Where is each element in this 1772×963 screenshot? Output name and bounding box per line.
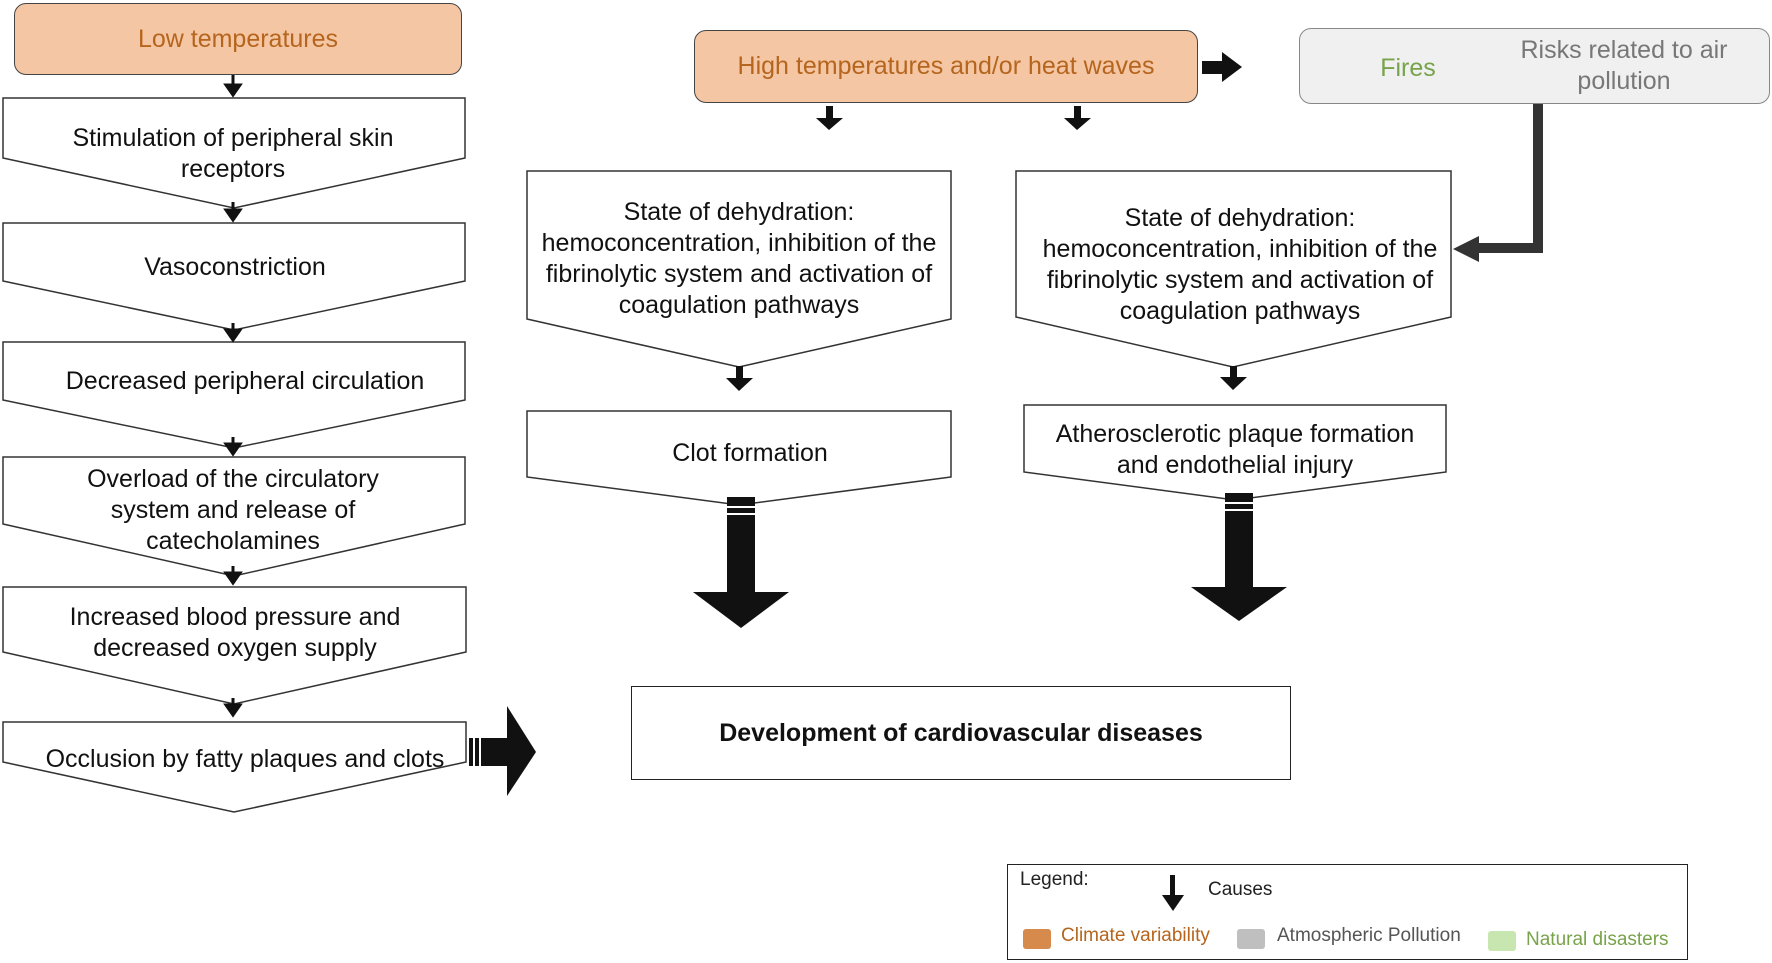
dehydration-right-text: State of dehydration: hemoconcentration,… bbox=[1042, 204, 1438, 325]
down-arrow-icon bbox=[1220, 366, 1247, 390]
peripheral-circulation-text: Decreased peripheral circulation bbox=[65, 366, 425, 395]
down-arrow-icon bbox=[223, 74, 243, 98]
cardiovascular-outcome-text: Development of cardiovascular diseases bbox=[719, 718, 1203, 747]
chevron-box-skin-receptors bbox=[2, 97, 466, 209]
big-down-arrow-icon bbox=[693, 497, 789, 628]
legend-box: Legend: Causes Climate variability Atmos… bbox=[1007, 864, 1688, 960]
down-arrow-icon bbox=[1064, 106, 1091, 130]
legend-pollution-swatch bbox=[1237, 929, 1265, 949]
chevron-box-plaque-formation bbox=[1023, 404, 1447, 501]
vasoconstriction-text: Vasoconstriction bbox=[144, 252, 326, 281]
legend-disasters-label: Natural disasters bbox=[1526, 929, 1669, 950]
chevron-box-circulatory-overload bbox=[2, 456, 466, 577]
dehydration-left-text: State of dehydration: hemoconcentration,… bbox=[541, 198, 937, 319]
chevron-box-occlusion bbox=[2, 721, 467, 813]
legend-pollution-label: Atmospheric Pollution bbox=[1277, 925, 1461, 946]
high-temperatures-label: High temperatures and/or heat waves bbox=[737, 52, 1155, 80]
down-arrow-icon bbox=[223, 437, 243, 457]
down-arrow-icon bbox=[223, 323, 243, 343]
down-arrow-icon bbox=[816, 106, 843, 130]
legend-disasters-swatch bbox=[1488, 931, 1516, 951]
right-arrow-icon bbox=[1202, 52, 1242, 82]
legend-causes-arrow-icon bbox=[1162, 875, 1184, 911]
chevron-box-peripheral-circulation bbox=[2, 341, 466, 449]
big-right-arrow-icon bbox=[469, 706, 536, 796]
elbow-arrow-icon bbox=[1453, 104, 1543, 262]
pollution-risks-box bbox=[1299, 28, 1770, 104]
down-arrow-icon bbox=[223, 698, 243, 718]
skin-receptors-text: Stimulation of peripheral skin receptors bbox=[72, 124, 394, 183]
down-arrow-icon bbox=[223, 566, 243, 586]
legend-causes-label: Causes bbox=[1208, 879, 1273, 900]
chevron-box-vasoconstriction bbox=[2, 222, 466, 331]
legend-climate-label: Climate variability bbox=[1061, 925, 1210, 946]
chevron-box-dehydration-right bbox=[1015, 170, 1452, 368]
high-temperatures-header: High temperatures and/or heat waves bbox=[694, 30, 1198, 103]
circulatory-overload-text: Overload of the circulatory system and r… bbox=[87, 464, 379, 555]
chevron-box-dehydration-left bbox=[526, 170, 952, 368]
air-pollution-risks-label: Risks related to air pollution bbox=[1520, 36, 1728, 95]
plaque-formation-text: Atherosclerotic plaque formation and end… bbox=[1055, 420, 1415, 479]
chevron-box-blood-pressure bbox=[2, 586, 467, 705]
occlusion-text: Occlusion by fatty plaques and clots bbox=[45, 744, 445, 773]
cardiovascular-outcome-box: Development of cardiovascular diseases bbox=[631, 686, 1291, 780]
low-temperatures-header: Low temperatures bbox=[14, 3, 462, 75]
down-arrow-icon bbox=[223, 202, 243, 223]
big-down-arrow-icon bbox=[1191, 493, 1287, 621]
down-arrow-icon bbox=[726, 366, 753, 391]
low-temperatures-label: Low temperatures bbox=[137, 24, 339, 53]
clot-formation-text: Clot formation bbox=[672, 438, 828, 467]
legend-title: Legend: bbox=[1020, 869, 1089, 890]
chevron-box-clot-formation bbox=[526, 410, 952, 506]
legend-climate-swatch bbox=[1023, 929, 1051, 949]
blood-pressure-text: Increased blood pressure and decreased o… bbox=[69, 603, 401, 662]
fires-label: Fires bbox=[1380, 53, 1436, 82]
